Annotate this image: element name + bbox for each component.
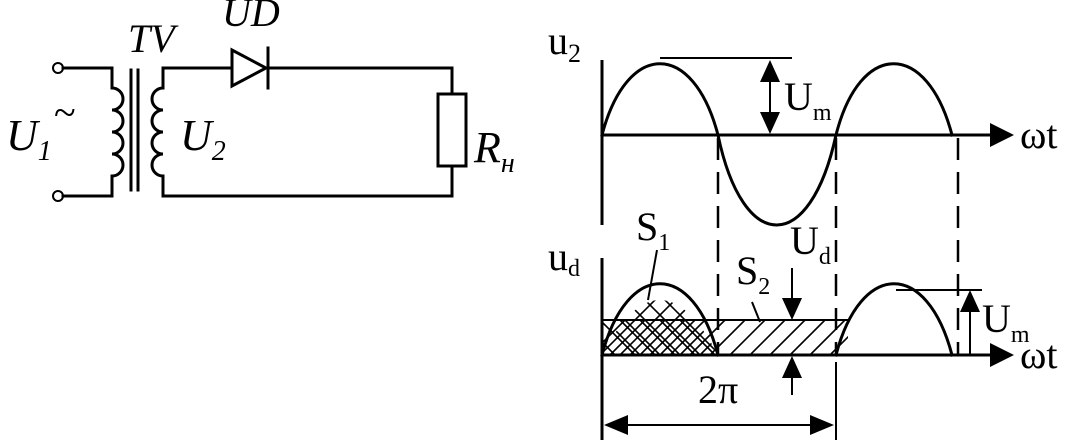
diode-label: UD <box>222 0 280 35</box>
area-s1-label: S1 <box>636 204 670 256</box>
top-amplitude-label: Um <box>784 74 832 126</box>
top-amplitude-arrowhead-down <box>760 112 780 134</box>
top-x-axis-arrow <box>990 123 1014 147</box>
primary-wire-top <box>61 66 114 90</box>
ac-symbol: ~ <box>54 90 76 135</box>
bottom-plot-rectified-voltage: ud ωt S1 S2 Ud Um 2π <box>548 204 1057 440</box>
bottom-amplitude-arrowhead <box>960 290 980 312</box>
top-amplitude-arrowhead-up <box>760 60 780 82</box>
secondary-voltage-label: U2 <box>180 111 226 167</box>
bottom-y-axis-label: ud <box>548 234 580 282</box>
s2-leader-line <box>751 301 761 323</box>
bottom-amplitude-label: Um <box>982 296 1030 348</box>
dashed-guides <box>600 138 960 355</box>
average-voltage-label: Ud <box>790 218 831 270</box>
rectifier-circuit: U1 ~ TV UD U2 Rн <box>6 0 515 202</box>
load-wire-top <box>266 66 454 96</box>
ud-hump-1 <box>600 282 720 357</box>
period-label: 2π <box>698 367 738 412</box>
primary-winding <box>110 86 125 178</box>
top-plot-secondary-voltage: u2 ωt Um <box>548 18 1057 227</box>
period-arrowhead-left <box>604 415 628 435</box>
area-s2-hatching <box>602 320 848 355</box>
ud-arrowhead-top <box>782 298 802 320</box>
diode-icon <box>230 47 270 89</box>
bottom-x-axis-label: ωt <box>1020 332 1057 377</box>
top-y-axis-label: u2 <box>548 18 581 68</box>
load-label: Rн <box>473 123 515 179</box>
load-resistor <box>436 92 468 168</box>
bottom-x-axis-arrow <box>990 343 1014 367</box>
ud-arrowhead-bottom <box>782 356 802 378</box>
primary-wire-bottom <box>61 174 114 198</box>
input-voltage-label: U1 <box>6 111 52 167</box>
ud-hump-2 <box>834 282 954 357</box>
secondary-wire-bottom <box>161 164 454 198</box>
top-x-axis-label: ωt <box>1020 112 1057 157</box>
secondary-winding <box>150 86 165 178</box>
s1-leader-line <box>647 249 658 301</box>
secondary-wire-top <box>161 66 234 90</box>
transformer-label: TV <box>128 16 179 61</box>
area-s2-label: S2 <box>736 248 770 300</box>
u2-sine-wave <box>600 62 954 227</box>
period-arrowhead-right <box>810 415 834 435</box>
